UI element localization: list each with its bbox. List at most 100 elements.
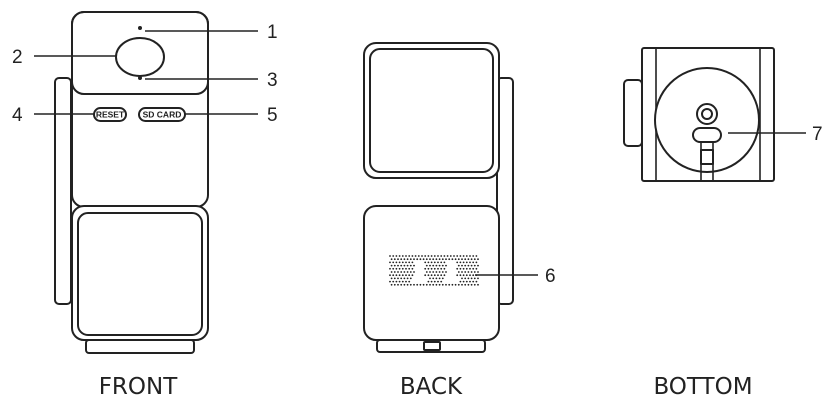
grille-dot xyxy=(440,261,443,264)
grille-dot xyxy=(470,258,473,261)
grille-dot xyxy=(467,264,470,267)
grille-dot xyxy=(393,264,396,267)
grille-dot xyxy=(470,264,473,267)
grille-dot xyxy=(408,267,411,270)
speaker-grille xyxy=(389,255,479,286)
grille-dot xyxy=(470,271,473,273)
grille-dot xyxy=(469,261,471,264)
grille-dot xyxy=(425,271,428,273)
grille-dot xyxy=(409,283,412,286)
bottom-side-knob xyxy=(623,79,643,147)
grille-dot xyxy=(473,264,476,267)
callout-3: 3 xyxy=(267,70,278,91)
tripod-screw-hole xyxy=(696,103,718,125)
grille-dot xyxy=(419,258,422,261)
grille-dot xyxy=(457,258,460,261)
front-lens-panel xyxy=(71,11,209,95)
grille-dot xyxy=(395,280,398,283)
grille-dot xyxy=(401,261,404,264)
grille-dot xyxy=(462,255,465,257)
grille-dot xyxy=(432,271,435,273)
grille-dot xyxy=(454,258,457,261)
grille-dot xyxy=(469,267,471,270)
grille-dot xyxy=(440,255,443,257)
grille-dot xyxy=(405,255,407,257)
grille-dot xyxy=(409,271,412,273)
grille-dot xyxy=(427,261,430,264)
reset-label: RESET xyxy=(96,110,125,120)
grille-dot xyxy=(408,255,411,257)
grille-dot xyxy=(456,274,459,277)
grille-dot xyxy=(422,283,425,286)
front-lower-panel xyxy=(77,212,203,336)
grille-dot xyxy=(451,258,454,261)
grille-dot xyxy=(473,258,476,261)
grille-dot xyxy=(443,261,446,264)
grille-dot xyxy=(389,280,391,283)
grille-dot xyxy=(465,261,468,264)
grille-dot xyxy=(427,267,430,270)
grille-dot xyxy=(475,261,478,264)
grille-dot xyxy=(417,255,420,257)
grille-dot xyxy=(427,274,430,277)
grille-dot xyxy=(445,271,447,273)
bottom-view: 7 BOTTOM xyxy=(623,47,823,400)
grille-dot xyxy=(448,283,451,286)
grille-dot xyxy=(462,280,465,283)
grille-dot xyxy=(443,255,446,257)
grille-dot xyxy=(393,271,396,273)
grille-dot xyxy=(443,274,446,277)
grille-dot xyxy=(409,264,412,267)
grille-dot xyxy=(475,280,478,283)
grille-dot xyxy=(477,283,479,286)
grille-dot xyxy=(403,283,406,286)
grille-dot xyxy=(451,283,454,286)
grille-dot xyxy=(395,267,398,270)
grille-dot xyxy=(413,283,415,286)
grille-dot xyxy=(405,261,407,264)
grille-dot xyxy=(427,255,430,257)
grille-dot xyxy=(465,274,468,277)
grille-dot xyxy=(438,264,441,267)
grille-dot xyxy=(437,274,439,277)
grille-dot xyxy=(406,277,409,280)
grille-dot xyxy=(397,258,399,261)
grille-dot xyxy=(437,261,439,264)
grille-dot xyxy=(445,283,447,286)
grille-dot xyxy=(462,261,465,264)
grille-dot xyxy=(445,258,447,261)
grille-dot xyxy=(424,267,427,270)
grille-dot xyxy=(475,255,478,257)
grille-dot xyxy=(397,271,399,273)
grille-dot xyxy=(433,255,436,257)
grille-dot xyxy=(416,283,419,286)
grille-dot xyxy=(397,283,399,286)
grille-dot xyxy=(453,255,455,257)
grille-dot xyxy=(393,277,396,280)
grille-dot xyxy=(411,274,414,277)
grille-dot xyxy=(443,267,446,270)
grille-dot xyxy=(441,283,444,286)
grille-dot xyxy=(389,261,391,264)
grille-dot xyxy=(438,271,441,273)
grille-dot xyxy=(464,277,467,280)
grille-dot xyxy=(459,255,462,257)
grille-dot xyxy=(448,258,451,261)
grille-dot xyxy=(390,264,393,267)
grille-dot xyxy=(392,274,395,277)
front-lower-block xyxy=(71,205,209,341)
grille-dot xyxy=(432,283,435,286)
grille-dot xyxy=(430,255,433,257)
grille-dot xyxy=(397,277,399,280)
grille-dot xyxy=(411,255,414,257)
grille-dot xyxy=(425,264,428,267)
grille-dot xyxy=(440,280,443,283)
grille-dot xyxy=(403,264,406,267)
back-base xyxy=(376,339,486,353)
grille-dot xyxy=(464,264,467,267)
grille-dot xyxy=(470,277,473,280)
grille-dot xyxy=(398,255,401,257)
grille-dot xyxy=(438,283,441,286)
grille-dot xyxy=(477,271,479,273)
grille-dot xyxy=(424,261,427,264)
